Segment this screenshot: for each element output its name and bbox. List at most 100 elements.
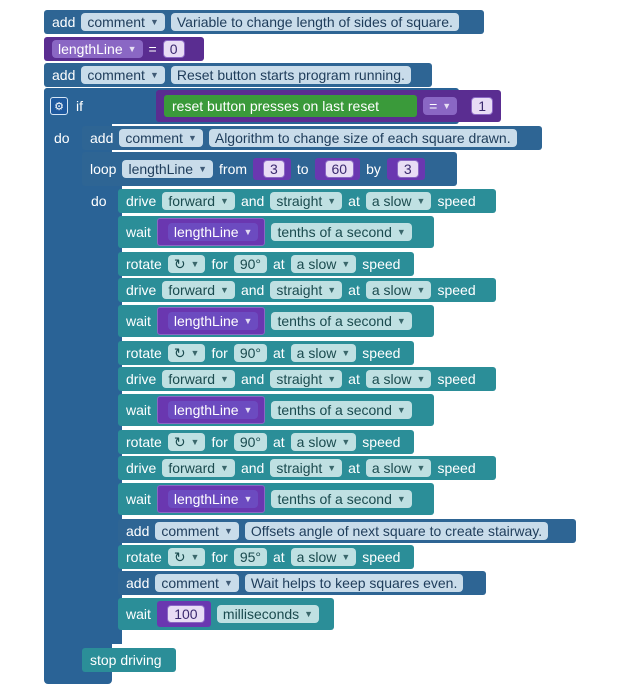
compare-value-input[interactable]: 1	[471, 97, 493, 115]
comment-text[interactable]: Reset button starts program running.	[170, 66, 411, 84]
wait-ms-block[interactable]: wait 100 milliseconds▼	[118, 598, 334, 630]
condition-compare-block[interactable]: reset button presses on last reset =▼ 1	[156, 90, 501, 122]
value-input[interactable]: 0	[162, 40, 185, 58]
speed-dropdown[interactable]: a slow▼	[365, 192, 432, 210]
degrees-input[interactable]: 95°	[233, 548, 267, 566]
stop-driving-block[interactable]: stop driving	[82, 648, 176, 672]
wait-variable-dropdown[interactable]: lengthLine▼	[167, 401, 259, 419]
add-label: add	[126, 523, 150, 539]
reset-button-sensor[interactable]: reset button presses on last reset	[164, 95, 418, 117]
degrees-input[interactable]: 90°	[233, 433, 267, 451]
variable-dropdown[interactable]: lengthLine▼	[52, 40, 143, 58]
rotate-block[interactable]: rotate ↻▼ for 90° at a slow▼ speed	[118, 252, 414, 276]
chevron-down-icon: ▼	[243, 494, 253, 504]
rotate-direction-dropdown[interactable]: ↻▼	[167, 548, 206, 566]
wait-block[interactable]: wait lengthLine▼ tenths of a second▼	[118, 483, 434, 515]
wait-variable-dropdown[interactable]: lengthLine▼	[167, 312, 259, 330]
drive-block[interactable]: drive forward▼ and straight▼ at a slow▼ …	[118, 278, 496, 302]
degrees-input[interactable]: 90°	[233, 255, 267, 273]
speed-dropdown[interactable]: a slow▼	[365, 459, 432, 477]
comment-block-2[interactable]: add comment▼ Reset button starts program…	[44, 63, 432, 87]
speed-dropdown-label: a slow	[371, 282, 412, 298]
comment-dropdown-label: comment	[87, 14, 145, 30]
wait-label: wait	[126, 606, 151, 622]
comment-text[interactable]: Variable to change length of sides of sq…	[170, 13, 459, 31]
comment-dropdown[interactable]: comment▼	[155, 522, 239, 540]
time-unit-dropdown-label: tenths of a second	[277, 491, 392, 507]
gear-icon[interactable]: ⚙	[50, 97, 68, 115]
comment-text[interactable]: Algorithm to change size of each square …	[208, 129, 517, 147]
comment-block[interactable]: add comment▼ Offsets angle of next squar…	[118, 519, 576, 543]
set-variable-block[interactable]: lengthLine▼ = 0	[44, 37, 204, 61]
rotate-block[interactable]: rotate ↻▼ for 90° at a slow▼ speed	[118, 341, 414, 365]
operator-dropdown[interactable]: =▼	[423, 97, 458, 115]
to-input[interactable]: 60	[324, 160, 355, 178]
wait-block[interactable]: wait lengthLine▼ tenths of a second▼	[118, 305, 434, 337]
speed-dropdown[interactable]: a slow▼	[365, 281, 432, 299]
degrees-input[interactable]: 90°	[233, 344, 267, 362]
wait-unit-dropdown[interactable]: milliseconds▼	[216, 605, 320, 623]
wait-variable-dropdown-label: lengthLine	[173, 224, 239, 240]
steering-dropdown[interactable]: straight▼	[270, 192, 343, 210]
wait-value-input[interactable]: 100	[166, 605, 205, 623]
time-unit-dropdown[interactable]: tenths of a second▼	[271, 490, 412, 508]
direction-dropdown[interactable]: forward▼	[162, 459, 235, 477]
chevron-down-icon: ▼	[190, 552, 200, 562]
comment-text[interactable]: Wait helps to keep squares even.	[244, 574, 464, 592]
direction-dropdown-label: forward	[168, 193, 216, 209]
rotate-direction-dropdown[interactable]: ↻▼	[167, 344, 206, 362]
for-label: for	[211, 434, 228, 450]
rotate-direction-dropdown[interactable]: ↻▼	[167, 433, 206, 451]
wait-block[interactable]: wait lengthLine▼ tenths of a second▼	[118, 216, 434, 248]
time-unit-dropdown-label: tenths of a second	[277, 224, 392, 240]
time-unit-dropdown[interactable]: tenths of a second▼	[271, 401, 412, 419]
speed-dropdown[interactable]: a slow▼	[290, 433, 357, 451]
speed-dropdown[interactable]: a slow▼	[290, 548, 357, 566]
direction-dropdown[interactable]: forward▼	[162, 370, 235, 388]
value-slot: 100	[156, 601, 211, 627]
wait-variable-dropdown[interactable]: lengthLine ▼	[167, 223, 259, 241]
comment-text[interactable]: Offsets angle of next square to create s…	[244, 522, 549, 540]
comment-dropdown[interactable]: comment▼	[155, 574, 239, 592]
chevron-down-icon: ▼	[190, 437, 200, 447]
steering-dropdown[interactable]: straight▼	[270, 459, 343, 477]
comment-block-1[interactable]: add comment▼ Variable to change length o…	[44, 10, 484, 34]
comment-dropdown[interactable]: comment▼	[119, 129, 203, 147]
by-input[interactable]: 3	[396, 160, 419, 178]
loop-frame	[82, 152, 122, 644]
loop-block[interactable]: loop lengthLine▼ from 3 to 60 by 3	[82, 152, 457, 186]
speed-dropdown[interactable]: a slow▼	[365, 370, 432, 388]
rotate-block[interactable]: rotate ↻▼ for 95° at a slow▼ speed	[118, 545, 414, 569]
at-label: at	[272, 345, 285, 361]
drive-label: drive	[126, 460, 157, 476]
time-unit-dropdown[interactable]: tenths of a second▼	[271, 312, 412, 330]
speed-dropdown-label: a slow	[296, 256, 337, 272]
comment-block[interactable]: add comment▼ Wait helps to keep squares …	[118, 571, 486, 595]
time-unit-dropdown[interactable]: tenths of a second▼	[271, 223, 412, 241]
by-label: by	[366, 161, 381, 177]
from-input[interactable]: 3	[263, 160, 285, 178]
chevron-down-icon: ▼	[149, 17, 159, 27]
speed-dropdown[interactable]: a slow▼	[290, 344, 357, 362]
steering-dropdown[interactable]: straight▼	[270, 370, 343, 388]
drive-block[interactable]: drive forward▼ and straight▼ at a slow▼ …	[118, 456, 496, 480]
speed-dropdown[interactable]: a slow▼	[290, 255, 357, 273]
loop-variable-dropdown[interactable]: lengthLine▼	[122, 160, 214, 178]
direction-dropdown[interactable]: forward▼	[162, 192, 235, 210]
comment-dropdown[interactable]: comment▼	[81, 66, 165, 84]
direction-dropdown[interactable]: forward▼	[162, 281, 235, 299]
chevron-down-icon: ▼	[220, 463, 229, 473]
drive-block[interactable]: drive forward▼ and straight▼ at a slow▼ …	[118, 367, 496, 391]
drive-block[interactable]: drive forward▼ and straight▼ at a slow▼ …	[118, 189, 496, 213]
rotate-block[interactable]: rotate ↻▼ for 90° at a slow▼ speed	[118, 430, 414, 454]
wait-variable-dropdown[interactable]: lengthLine▼	[167, 490, 259, 508]
comment-block-3[interactable]: add comment▼ Algorithm to change size of…	[82, 126, 542, 150]
steering-dropdown[interactable]: straight▼	[270, 281, 343, 299]
wait-block[interactable]: wait lengthLine▼ tenths of a second▼	[118, 394, 434, 426]
steering-dropdown-label: straight	[276, 460, 323, 476]
comment-dropdown[interactable]: comment ▼	[81, 13, 165, 31]
chevron-down-icon: ▼	[243, 227, 253, 237]
rotate-direction-dropdown[interactable]: ↻▼	[167, 255, 206, 273]
if-block[interactable]: ⚙ if reset button presses on last reset …	[44, 88, 501, 124]
chevron-down-icon: ▼	[304, 609, 314, 619]
